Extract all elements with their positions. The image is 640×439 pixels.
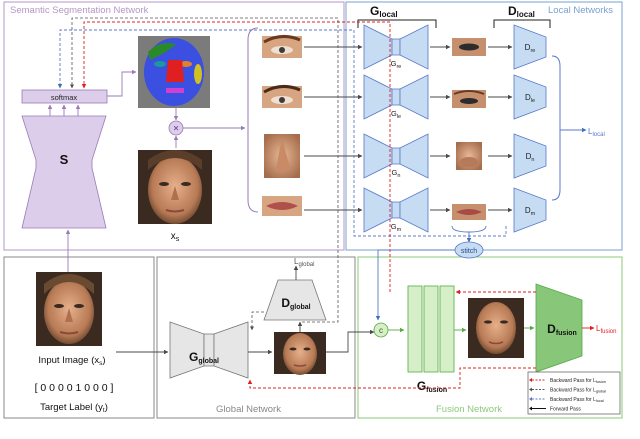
legend-item-label: Backward Pass for Llocal (550, 397, 604, 403)
global-output-image (274, 332, 326, 375)
concat-label: c (379, 326, 383, 335)
local-row-le: Gle Dle (304, 74, 547, 120)
legend-item: Backward Pass for Llocal (529, 397, 604, 403)
semantic-panel: Semantic Segmentation Network (3, 1, 345, 251)
g-fusion-layer-3 (439, 285, 455, 373)
g-fusion-layer-2 (423, 285, 439, 373)
input-image-label: Input Image (xs) (38, 355, 105, 367)
local-generator-label: Gre (391, 59, 402, 70)
d-global-label: Dglobal (281, 296, 310, 311)
parts-bracket (247, 27, 259, 213)
local-discriminator-label: Dn (526, 152, 535, 163)
l-local-label: Llocal (588, 127, 605, 138)
generated-nose (456, 142, 482, 170)
local-generator-label: Gle (391, 109, 401, 120)
local-generator-decoder (399, 24, 429, 70)
local-generator-label: Gn (392, 168, 401, 179)
local-discriminator (513, 187, 547, 233)
local-row-re: Gre Dre (304, 24, 547, 70)
fusion-panel-title: Fusion Network (436, 404, 502, 415)
legend-item: Backward Pass for Lglobal (529, 387, 606, 394)
g-fusion-label: Gfusion (417, 379, 447, 394)
local-discriminator (513, 74, 547, 120)
legend-item-label: Backward Pass for Lfusion (550, 378, 606, 384)
l-local-bracket (551, 55, 561, 201)
segmentation-network-s (21, 115, 107, 229)
local-row-n: Gn Dn (304, 133, 547, 179)
legend-item: Backward Pass for Lfusion (529, 378, 606, 384)
fusion-output-image (468, 298, 524, 358)
g-local-label: Glocal (370, 4, 398, 19)
d-fusion-label: Dfusion (547, 322, 577, 337)
generated-mouth (452, 204, 486, 220)
legend-box (527, 371, 621, 415)
softmax-box (21, 89, 108, 104)
d-fusion (535, 283, 583, 373)
local-generator-encoder (363, 74, 393, 120)
softmax-to-segmap-arrow (107, 69, 137, 97)
fusion-panel: Fusion Network (357, 256, 623, 419)
local-generator-encoder (363, 187, 393, 233)
local-generator-encoder (363, 24, 393, 70)
g-local-bracket (357, 19, 437, 28)
face-image-xs (138, 150, 212, 224)
target-label-code: [ 0 0 0 0 1 0 0 0 ] (35, 382, 114, 394)
local-discriminator (513, 24, 547, 70)
global-panel-title: Global Network (216, 404, 281, 415)
generated-left-eye (452, 90, 486, 108)
local-discriminator-label: Dre (525, 43, 536, 54)
mouth-crop (262, 196, 302, 216)
legend-item: Forward Pass (529, 406, 581, 413)
legend-item-label: Backward Pass for Lglobal (550, 388, 606, 394)
right-eye-crop (262, 35, 302, 58)
softmax-label: softmax (51, 93, 78, 102)
input-panel (3, 256, 155, 419)
d-global (263, 279, 327, 321)
local-discriminator-label: Dle (525, 93, 535, 104)
semantic-panel-title: Semantic Segmentation Network (10, 5, 149, 16)
target-label: Target Label (yt) (40, 402, 108, 414)
legend-item-label: Forward Pass (550, 407, 581, 413)
g-fusion-layer-1 (407, 285, 423, 373)
xs-label: xs (171, 231, 180, 243)
local-generator-decoder (399, 74, 429, 120)
input-image (36, 272, 102, 346)
backward-fusion-dashed (81, 21, 391, 292)
segmentation-map-image (138, 36, 210, 108)
local-discriminator (513, 133, 547, 179)
local-discriminator-label: Dm (525, 206, 536, 217)
local-row-m: Gm Dm (304, 187, 547, 233)
multiply-symbol: × (173, 124, 179, 135)
left-eye-crop (262, 85, 302, 108)
global-panel: Global Network (156, 256, 356, 419)
d-local-bracket (493, 19, 551, 28)
local-panel: Local Networks (345, 1, 623, 251)
s-label: S (60, 152, 69, 167)
backward-local-dashed (57, 29, 507, 237)
g-global-encoder (169, 321, 205, 379)
generated-right-eye (452, 38, 486, 56)
local-generator-encoder (363, 133, 393, 179)
nose-crop (264, 134, 300, 178)
local-generator-label: Gm (391, 222, 402, 233)
g-global-decoder (213, 321, 249, 379)
l-global-label: Lglobal (294, 257, 314, 268)
g-global-label: Gglobal (189, 350, 219, 365)
local-panel-title: Local Networks (548, 5, 613, 16)
local-generator-decoder (399, 133, 429, 179)
local-generator-decoder (399, 187, 429, 233)
d-local-label: Dlocal (508, 4, 535, 19)
stitch-label: stitch (461, 248, 477, 255)
l-fusion-label: Lfusion (596, 324, 616, 335)
